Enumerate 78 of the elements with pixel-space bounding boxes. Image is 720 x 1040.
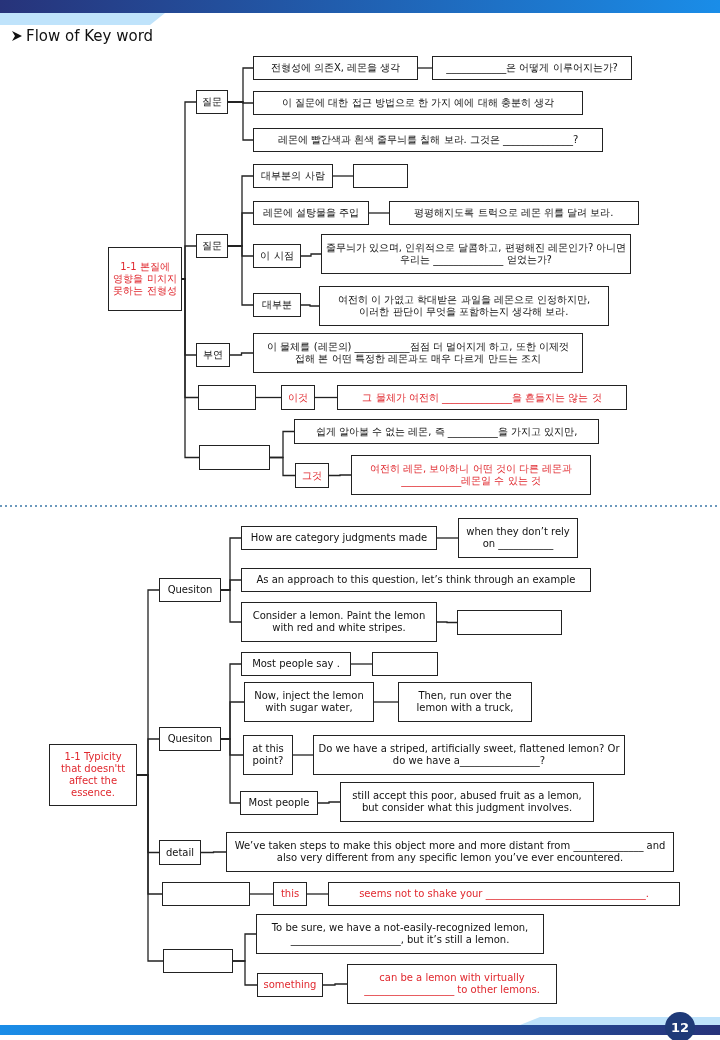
connector-line [350,663,373,665]
connector-line [181,245,197,280]
text-box: We’ve taken steps to make this object more and more distant from ______________ and also very different from any specific lemon you’ve ever encountered. [226,832,674,872]
text-box: 1-1 Typicity that doesn'tt affect the essence. [49,744,137,806]
text-box: can be a lemon with virtually __________________ to other lemons. [347,964,557,1004]
text-box: 쉽게 알아볼 수 없는 레몬, 즉 __________을 가지고 있지만, [294,419,599,444]
connector-line [306,893,329,895]
text-box: something [257,973,323,997]
connector-line [314,396,338,399]
empty-box [372,652,438,676]
text-box: 질문 [196,234,228,258]
connector-line [269,456,296,477]
text-box: To be sure, we have a not-easily-recognized lemon, ______________________, but it’s still a lemon. [256,914,544,954]
text-box: 줄무늬가 있으며, 인위적으로 달콤하고, 편평해진 레몬인가? 아니면 우리는 ______________ 얻었는가? [321,234,631,274]
text-box: 대부분의 사람 [253,164,333,188]
text-box: 1-1 본질에 영향을 미치지 못하는 전형성 [108,247,182,311]
connector-line [328,474,352,477]
text-box: 대부분 [253,293,301,317]
text-box: 이 질문에 대한 접근 방법으로 한 가지 예에 대해 충분히 생각 [253,91,583,115]
connector-line [436,537,459,539]
connector-line [373,701,399,703]
text-box: detail [159,840,201,865]
text-box: As an approach to this question, let’s think through an example [241,568,591,592]
text-box: 그 물체가 여전히 ______________을 흔들지는 않는 것 [337,385,627,410]
connector-line [249,893,274,895]
connector-line [227,101,254,141]
text-box: 여전히 레몬, 보아하니 어떤 것이 다른 레몬과 ____________레몬일 수 있는 것 [351,455,591,495]
text-box: 이 시점 [253,244,301,268]
text-box: this [273,882,307,906]
connector-line [220,589,242,623]
text-box: 평평해지도록 트럭으로 레몬 위를 달려 보라. [389,201,639,225]
empty-box [163,949,233,973]
empty-box [198,385,256,410]
connector-line [181,278,200,459]
text-box: 여전히 이 가엾고 학대받은 과일을 레몬으로 인정하지만, 이러한 판단이 무엇을 포함하는지 생각해 보라. [319,286,609,326]
empty-box [353,164,408,188]
text-box: 부연 [196,343,230,367]
connector-line [332,175,354,177]
text-box: Most people say . [241,652,351,676]
text-box: seems not to shake your ________________________________. [328,882,680,906]
text-box: at this point? [243,735,293,775]
connector-line [229,352,254,356]
connector-line [417,67,433,69]
page-title: Flow of Key word [26,27,154,45]
text-box: Consider a lemon. Paint the lemon with red and white stripes. [241,602,437,642]
text-box: when they don’t rely on ___________ [458,518,578,558]
empty-box [162,882,250,906]
text-box: Then, run over the lemon with a truck, [398,682,532,722]
connector-line [317,801,341,804]
connector-line [368,212,390,214]
text-box: 레몬에 설탕물을 주입 [253,201,369,225]
text-box: How are category judgments made [241,526,437,550]
text-box: Quesiton [159,727,221,751]
empty-box [457,610,562,635]
text-box: 이것 [281,385,315,410]
text-box: Most people [240,791,318,815]
page-number: 12 [665,1012,695,1040]
connector-line [292,754,314,756]
connector-line [200,851,227,854]
text-box: Quesiton [159,578,221,602]
connector-line [220,738,241,804]
connector-line [436,621,458,624]
text-box: 이 물체를 (레몬의) ___________점점 더 멀어지게 하고, 또한 이제껏 접해 본 어떤 특정한 레몬과도 매우 다르게 만드는 조치 [253,333,583,373]
connector-line [232,960,258,986]
empty-box [199,445,270,470]
connector-line [255,396,282,399]
text-box: still accept this poor, abused fruit as a lemon, but consider what this judgment involves. [340,782,594,822]
text-box: 레몬에 빨간색과 흰색 줄무늬를 칠해 보라. 그것은 ______________? [253,128,603,152]
text-box: ____________은 어떻게 이루어지는가? [432,56,632,80]
text-box: Do we have a striped, artificially sweet, flattened lemon? Or do we have a________________? [313,735,625,775]
connector-line [227,245,254,306]
text-box: 그것 [295,463,329,488]
connector-line [322,983,348,986]
text-box: Now, inject the lemon with sugar water, [244,682,374,722]
text-box: 질문 [196,90,228,114]
text-box: 전형성에 의존X, 레몬을 생각 [253,56,418,80]
connector-line [300,253,322,257]
connector-line [300,304,320,307]
